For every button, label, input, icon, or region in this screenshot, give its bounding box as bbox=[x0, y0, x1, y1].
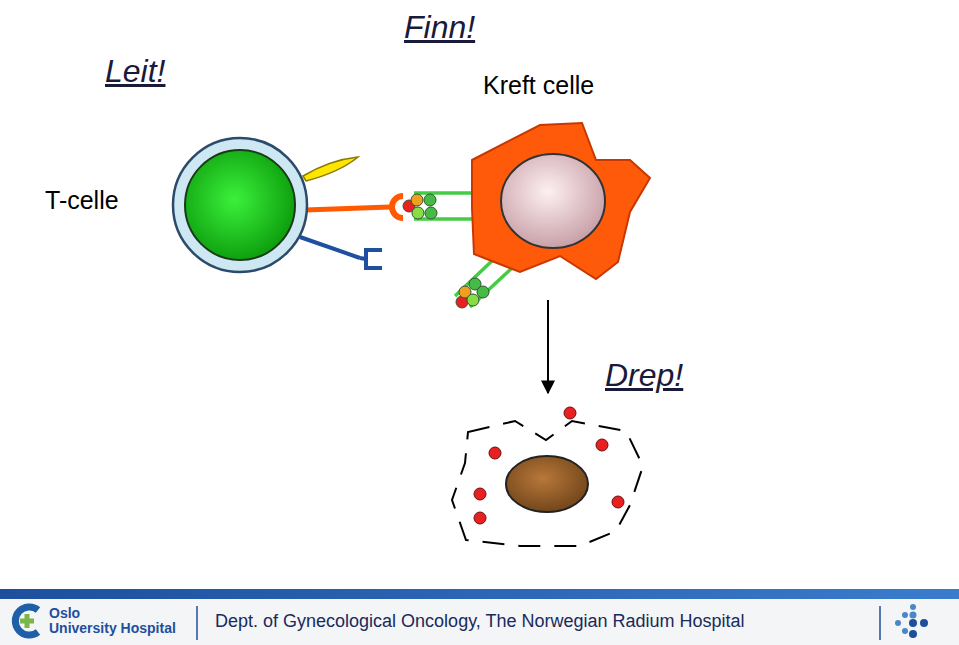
dead-cell-nucleus bbox=[506, 456, 588, 512]
t-cell-receptor-cup bbox=[392, 196, 403, 218]
cell-label: Kreft celle bbox=[483, 72, 594, 100]
separator bbox=[879, 606, 881, 640]
cell-label: T-celle bbox=[45, 187, 119, 215]
peptide-cluster bbox=[403, 194, 437, 219]
dots-logo bbox=[895, 604, 928, 638]
kill-arrow bbox=[547, 300, 549, 393]
footer-bar bbox=[0, 589, 959, 599]
step-heading: Finn! bbox=[404, 10, 475, 45]
dead-cell bbox=[452, 407, 643, 546]
logo-icon bbox=[15, 607, 38, 635]
step-heading: Drep! bbox=[605, 358, 683, 393]
t-cell-membrane bbox=[173, 138, 307, 272]
cancer-cell bbox=[403, 123, 650, 308]
cancer-cell-body bbox=[472, 123, 650, 279]
cancer-cell-nucleus bbox=[501, 154, 605, 248]
step-heading: Leit! bbox=[105, 54, 165, 89]
blue-receptor-fork bbox=[360, 250, 382, 268]
logo-cross bbox=[20, 614, 34, 628]
peptide-cluster bbox=[456, 278, 489, 308]
t-cell bbox=[173, 138, 403, 272]
dead-cell-outline bbox=[452, 421, 643, 546]
footer-text: Dept. of Gynecological Oncology, The Nor… bbox=[215, 612, 745, 632]
logo-text: Oslo bbox=[49, 606, 80, 621]
blue-receptor bbox=[300, 237, 360, 258]
separator bbox=[196, 606, 198, 640]
logo-text: University Hospital bbox=[49, 621, 176, 636]
yellow-receptor bbox=[303, 157, 358, 181]
debris-dot bbox=[474, 407, 624, 524]
footer bbox=[0, 589, 959, 645]
footer-band bbox=[0, 599, 959, 645]
t-cell-receptor bbox=[305, 207, 390, 210]
t-cell-nucleus bbox=[185, 150, 295, 260]
